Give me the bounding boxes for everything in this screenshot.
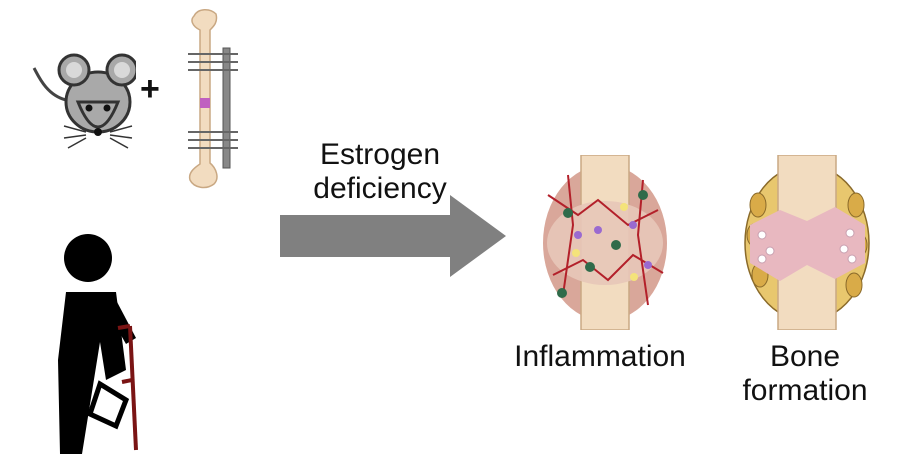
inflammation-callus-icon <box>543 155 667 330</box>
inflammation-label: Inflammation <box>514 340 686 373</box>
bone-formation-callus-icon <box>744 155 870 330</box>
plus-sign: + <box>140 70 160 108</box>
arrow-label: Estrogen deficiency <box>290 138 470 206</box>
bone-formation-label-line2: formation <box>742 374 868 407</box>
mouse-icon <box>32 53 136 149</box>
injured-person-walker-icon <box>58 234 138 454</box>
bone-formation-label-line1: Bone <box>769 340 841 373</box>
arrow-label-line1: Estrogen <box>319 138 441 171</box>
bone-formation-label: Bone formation <box>720 340 890 408</box>
arrow-icon <box>280 195 506 277</box>
arrow-label-line2: deficiency <box>313 172 447 205</box>
femur-fixator-icon <box>188 9 238 189</box>
